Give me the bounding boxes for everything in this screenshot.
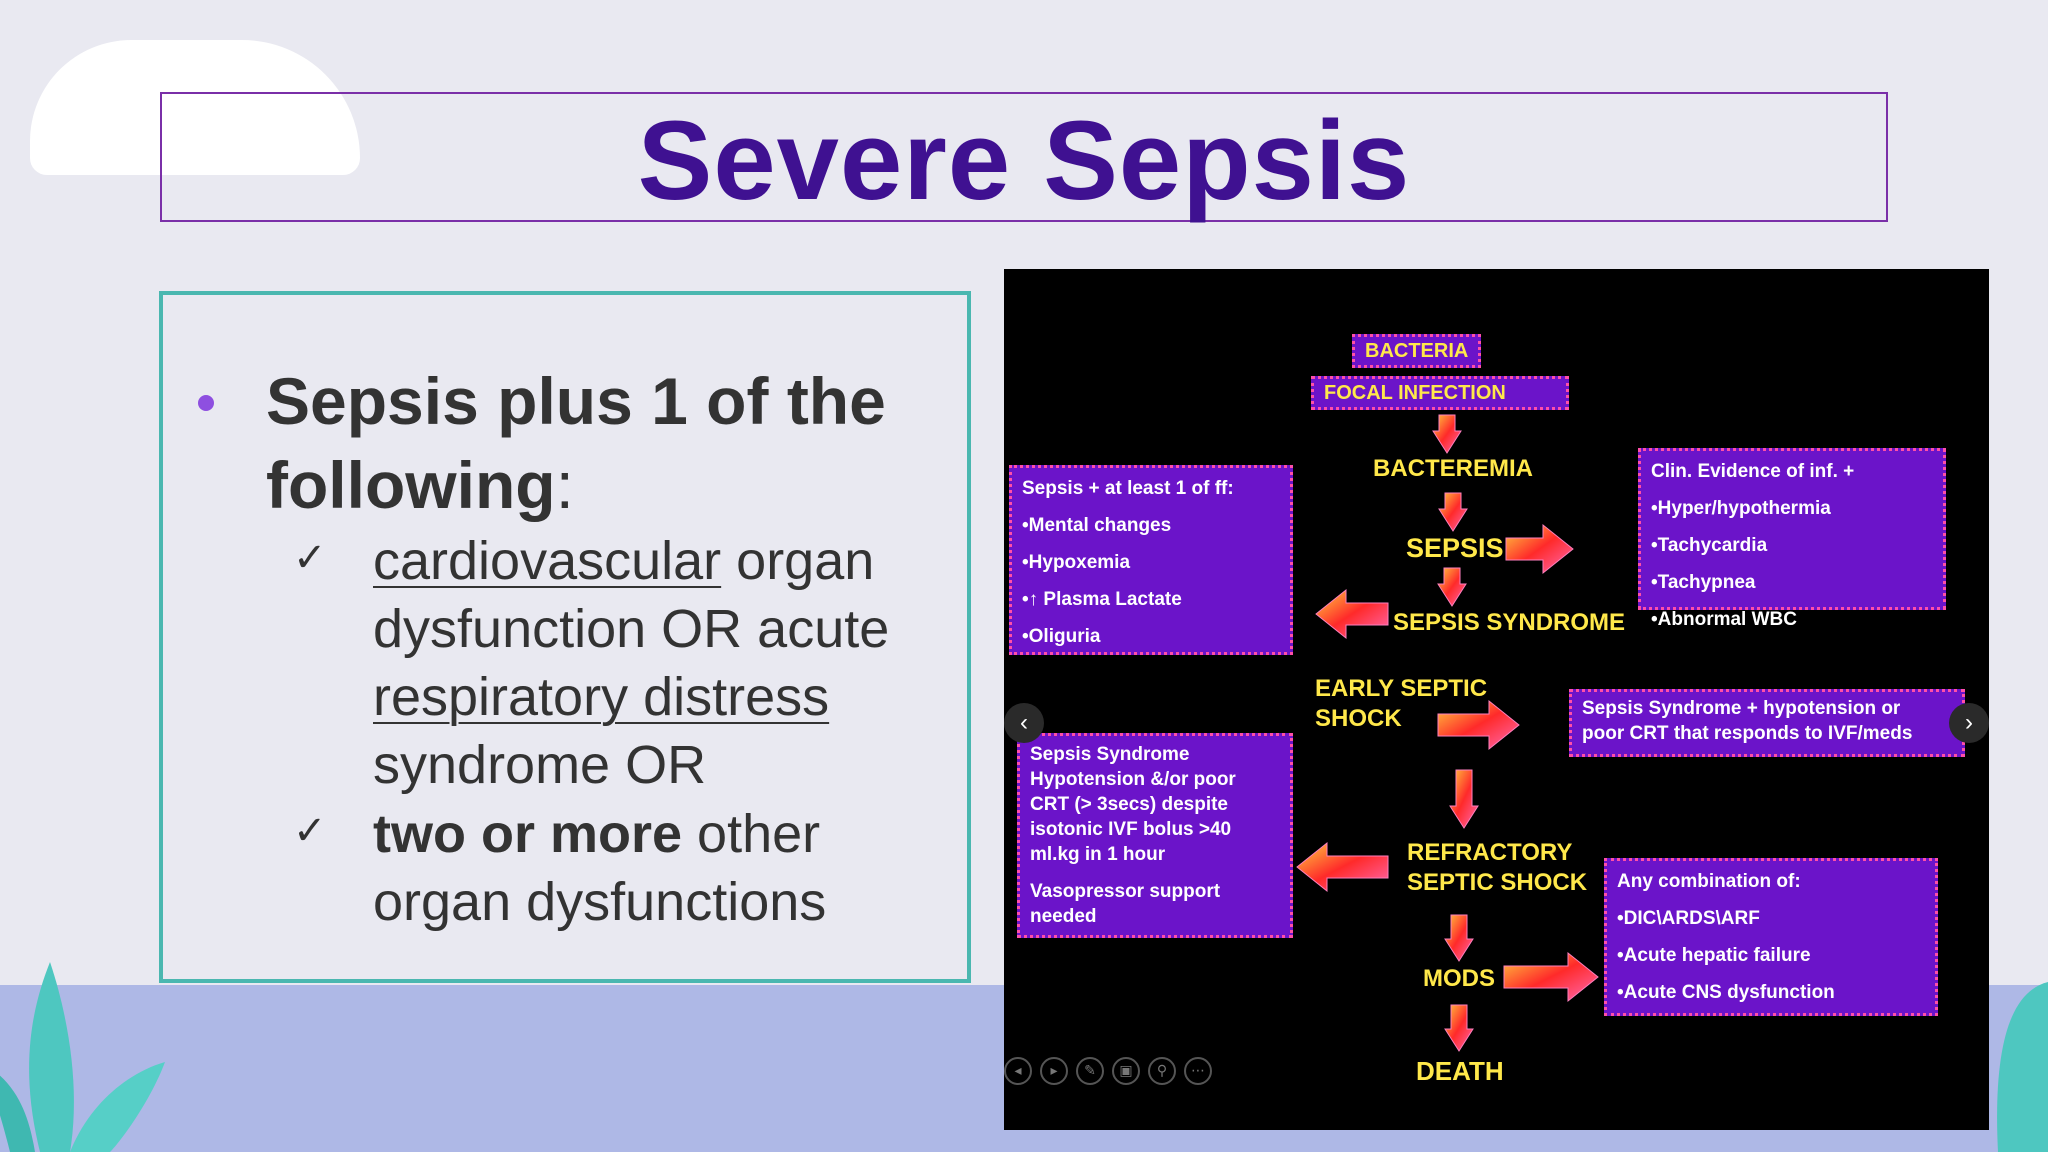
background-plant-right (1997, 982, 2048, 1152)
right-arrow-icon (1437, 699, 1520, 751)
check-text-part: respiratory distress (373, 667, 830, 727)
previous-slide-button[interactable]: ‹ (1004, 703, 1044, 743)
checkmark-icon: ✓ (293, 808, 327, 854)
early-shock-box: Sepsis Syndrome + hypotension or poor CR… (1569, 689, 1965, 757)
box-line: poor CRT that responds to IVF/meds (1582, 723, 1913, 744)
box-line: •DIC\ARDS\ARF (1617, 908, 1760, 929)
box-line: Sepsis Syndrome (1030, 744, 1190, 765)
main-bullet-suffix: : (555, 448, 574, 522)
down-arrow-icon (1444, 914, 1474, 962)
down-arrow-icon (1432, 414, 1462, 454)
left-arrow-icon (1315, 588, 1389, 640)
mods-label: MODS (1423, 965, 1495, 992)
refractory-shock-box: Sepsis Syndrome Hypotension &/or poor CR… (1017, 733, 1293, 938)
down-arrow-icon (1437, 567, 1467, 607)
check-text-part: cardiovascular (373, 531, 722, 591)
box-line: •Oliguria (1022, 626, 1101, 647)
next-slide-button[interactable]: › (1949, 703, 1989, 743)
chevron-left-icon: ‹ (1020, 709, 1028, 736)
check-item-text: two or more other organ dysfunctions (373, 800, 953, 936)
early-septic-shock-label: EARLY SEPTIC SHOCK (1315, 674, 1487, 734)
down-arrow-icon (1438, 492, 1468, 532)
box-line: Clin. Evidence of inf. + (1651, 461, 1855, 482)
play-icon[interactable]: ▸ (1040, 1057, 1068, 1085)
background-plant-left (0, 962, 165, 1152)
box-line: Sepsis Syndrome + hypotension or (1582, 698, 1901, 719)
pen-icon[interactable]: ✎ (1076, 1057, 1104, 1085)
box-line: Hypotension &/or poor (1030, 769, 1236, 790)
label-line: SEPTIC SHOCK (1407, 869, 1588, 896)
checkmark-icon: ✓ (293, 535, 327, 581)
box-line: isotonic IVF bolus >40 (1030, 819, 1232, 840)
slide-title: Severe Sepsis (637, 97, 1411, 223)
box-line: •Acute CNS dysfunction (1617, 982, 1835, 1003)
down-arrow-icon (1444, 1004, 1474, 1052)
box-line: needed (1030, 906, 1097, 927)
death-label: DEATH (1416, 1056, 1504, 1086)
box-line: •Mental changes (1022, 515, 1172, 536)
refractory-septic-shock-label: REFRACTORY SEPTIC SHOCK (1407, 838, 1587, 898)
box-line: •Acute hepatic failure (1617, 945, 1811, 966)
focal-infection-tag: FOCAL INFECTION (1311, 376, 1569, 410)
right-arrow-icon (1503, 951, 1599, 1003)
box-line (1030, 867, 1280, 879)
player-toolbar: ◂ ▸ ✎ ▣ ⚲ ⋯ (1004, 1057, 1212, 1085)
chevron-right-icon: › (1965, 709, 1973, 736)
zoom-icon[interactable]: ⚲ (1148, 1057, 1176, 1085)
bacteria-tag: BACTERIA (1352, 334, 1482, 368)
sepsis-label: SEPSIS (1406, 533, 1504, 563)
back-icon[interactable]: ◂ (1004, 1057, 1032, 1085)
box-line: •Hypoxemia (1022, 552, 1131, 573)
box-line: •↑ Plasma Lactate (1022, 589, 1182, 610)
bullet-dot-icon (198, 395, 214, 411)
box-line: •Abnormal WBC (1651, 609, 1797, 630)
label-line: EARLY SEPTIC (1315, 675, 1488, 702)
box-line: CRT (> 3secs) despite (1030, 794, 1228, 815)
bacteremia-label: BACTEREMIA (1373, 455, 1533, 482)
text-panel: Sepsis plus 1 of the following: ✓ cardio… (159, 291, 971, 983)
title-box: Severe Sepsis (160, 92, 1888, 223)
sepsis-syndrome-label: SEPSIS SYNDROME (1393, 609, 1626, 636)
box-line: Any combination of: (1617, 871, 1801, 892)
slides-icon[interactable]: ▣ (1112, 1057, 1140, 1085)
box-line: •Tachycardia (1651, 535, 1768, 556)
box-line: Sepsis + at least 1 of ff: (1022, 478, 1234, 499)
sepsis-syndrome-box: Sepsis + at least 1 of ff: •Mental chang… (1009, 465, 1293, 655)
check-item-text: cardiovascular organ dysfunction OR acut… (373, 527, 953, 799)
box-line: •Hyper/hypothermia (1651, 498, 1831, 519)
box-line: ml.kg in 1 hour (1030, 844, 1166, 865)
label-line: REFRACTORY (1407, 839, 1573, 866)
mods-box: Any combination of: •DIC\ARDS\ARF •Acute… (1604, 858, 1938, 1016)
background-cloud (30, 40, 360, 175)
check-text-part: organ dysfunction OR acute (373, 531, 890, 659)
main-bullet-text: Sepsis plus 1 of the following (266, 364, 886, 522)
box-line: •Tachypnea (1651, 572, 1756, 593)
diagram-arrows (1296, 414, 1599, 1052)
label-line: SHOCK (1315, 705, 1402, 732)
down-arrow-icon (1449, 769, 1479, 829)
check-text-part: syndrome OR (373, 735, 707, 795)
check-text-part: two or more (373, 804, 683, 864)
check-text-part: other organ dysfunctions (373, 804, 827, 932)
more-icon[interactable]: ⋯ (1184, 1057, 1212, 1085)
main-bullet: Sepsis plus 1 of the following: (266, 359, 946, 527)
right-arrow-icon (1505, 523, 1574, 575)
sepsis-diagram: BACTERIA FOCAL INFECTION BACTEREMIA SEPS… (1004, 269, 1989, 1130)
box-line: Vasopressor support (1030, 881, 1221, 902)
left-arrow-icon (1296, 841, 1389, 893)
sepsis-definition-box: Clin. Evidence of inf. + •Hyper/hypother… (1638, 448, 1946, 630)
